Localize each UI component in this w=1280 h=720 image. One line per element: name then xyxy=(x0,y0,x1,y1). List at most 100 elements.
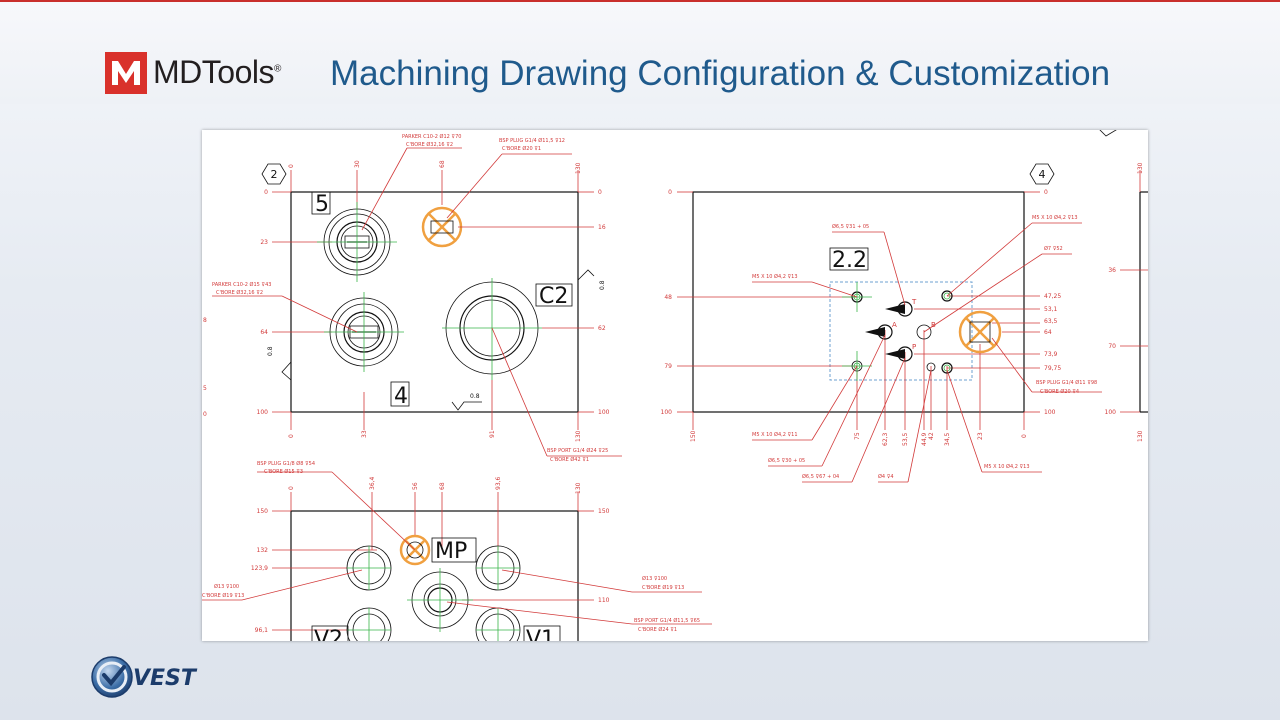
callout-bsp3-cbore: C'BORE Ø15 ⊽3 xyxy=(264,468,303,475)
arrow-p-icon xyxy=(885,349,905,359)
dim-top-130: 130 xyxy=(575,162,582,174)
v3-dim-top-56: 56 xyxy=(412,482,419,490)
v4-dim-70: 70 xyxy=(1108,343,1116,350)
edge-dim-8: 8 xyxy=(203,317,207,324)
port-center xyxy=(407,568,473,632)
v2-dim-left-100: 100 xyxy=(661,409,673,416)
v2-dim-right-7975: 79,75 xyxy=(1044,365,1061,372)
arrow-a-icon xyxy=(865,327,885,337)
port-c2-label: C2 xyxy=(539,284,568,309)
view-3: 150 132 123,9 96,1 150 110 0 36,4 56 68 … xyxy=(202,460,712,641)
v3-dim-top-364: 36,4 xyxy=(369,476,376,490)
v3-dim-left-961: 96,1 xyxy=(255,627,269,634)
callout-parker2: PARKER C10-2 Ø15 ⊽43 xyxy=(212,281,271,288)
callout-m5c: M5 X 10 Ø4,2 ⊽11 xyxy=(752,431,798,438)
edge-dim-5: 5 xyxy=(203,385,207,392)
view-2: 4 2.2 48 79 100 0 0 47,25 53,1 63,5 64 7… xyxy=(661,163,1102,483)
port-v2 xyxy=(346,545,392,641)
v2-dim-left-0: 0 xyxy=(668,189,672,196)
dim-bottom-0: 0 xyxy=(288,434,295,438)
dim-left-100: 100 xyxy=(257,409,269,416)
roughness-b: 0.8 xyxy=(267,346,274,356)
v3-dim-left-1239: 123,9 xyxy=(251,565,268,572)
callout-bsp1-cbore: C'BORE Ø20 ⊽1 xyxy=(502,145,541,152)
v2-dim-bottom-535: 53,5 xyxy=(902,432,909,446)
v2-dim-left-48: 48 xyxy=(664,294,672,301)
v2-dim-right-531: 53,1 xyxy=(1044,306,1058,313)
callout-d13a-cbore: C'BORE Ø19 ⊽13 xyxy=(202,592,244,599)
slide-title: Machining Drawing Configuration & Custom… xyxy=(330,54,1111,93)
dim-bottom-33: 33 xyxy=(361,430,368,438)
dim-top-68: 68 xyxy=(439,160,446,168)
callout-bspport1-cbore: C'BORE Ø42 ⊽1 xyxy=(550,456,589,463)
v2-dim-bottom-23: 23 xyxy=(977,432,984,440)
port-mp-label: MP xyxy=(435,539,467,564)
roughness-c: 0.8 xyxy=(470,393,480,400)
brand-name: MDTools® xyxy=(153,54,281,90)
slide-header xyxy=(0,2,1280,104)
callout-d13b-cbore: C'BORE Ø19 ⊽13 xyxy=(642,584,684,591)
dim-left-23: 23 xyxy=(260,239,268,246)
callout-bsp2: BSP PLUG G1/4 Ø11 ⊽98 xyxy=(1036,379,1097,386)
v2-dim-bottom-449: 44,9 xyxy=(921,432,928,446)
callout-d65c: Ø6,5 ⊽67 + 04 xyxy=(802,473,839,480)
port-v2-label: V2 xyxy=(314,627,343,641)
edge-dim-0: 0 xyxy=(203,411,207,418)
dim-bottom-91: 91 xyxy=(489,430,496,438)
callout-d13a: Ø13 ⊽100 xyxy=(214,583,239,590)
vest-logo: VEST xyxy=(90,655,210,700)
v2-dim-bottom-150: 150 xyxy=(690,430,697,442)
port-5 xyxy=(317,202,397,282)
callout-m5a: M5 X 10 Ø4,2 ⊽13 xyxy=(752,273,798,280)
port-4-label: 4 xyxy=(394,384,408,409)
top-accent-line xyxy=(0,0,1280,2)
v3-dim-right-110: 110 xyxy=(598,597,610,604)
v4-dim-bottom-130: 130 xyxy=(1137,430,1144,442)
v2-dim-left-79: 79 xyxy=(664,363,672,370)
callout-bspport1: BSP PORT G1/4 Ø24 ⊽25 xyxy=(547,447,608,454)
dim-top-30: 30 xyxy=(354,160,361,168)
view-4-partial: 36 70 100 130 130 xyxy=(1099,130,1148,442)
v3-dim-top-130: 130 xyxy=(575,482,582,494)
plug-icon-2 xyxy=(958,310,1002,354)
callout-parker1: PARKER C10-2 Ø12 ⊽70 xyxy=(402,133,461,140)
view-marker xyxy=(261,163,287,185)
v3-dim-right-150: 150 xyxy=(598,508,610,515)
v3-dim-top-0: 0 xyxy=(288,486,295,490)
port-p-label: P xyxy=(912,343,916,351)
v3-dim-left-150: 150 xyxy=(257,508,269,515)
view-marker-2-label: 4 xyxy=(1039,168,1046,181)
plug-icon xyxy=(421,206,463,248)
dim-right-16: 16 xyxy=(598,224,606,231)
v2-dim-right-100: 100 xyxy=(1044,409,1056,416)
view-1: 2 0 23 64 100 0 16 62 100 0 30 68 130 0 … xyxy=(212,133,622,463)
mdtools-logo-icon xyxy=(105,52,147,94)
callout-m5b: M5 X 10 Ø4,2 ⊽13 xyxy=(1032,214,1078,221)
callout-bsp2-cbore: C'BORE Ø20 ⊽4 xyxy=(1040,388,1079,395)
v2-dim-right-739: 73,9 xyxy=(1044,351,1058,358)
v2-dim-right-4725: 47,25 xyxy=(1044,293,1061,300)
port-a-label: A xyxy=(892,321,897,329)
callout-d65a: Ø6,5 ⊽31 + 05 xyxy=(832,223,869,230)
callout-d13b: Ø13 ⊽100 xyxy=(642,575,667,582)
port-parker xyxy=(324,292,404,372)
callout-parker1-cbore: C'BORE Ø32,16 ⊽2 xyxy=(406,141,453,148)
dim-right-0: 0 xyxy=(598,189,602,196)
v2-dim-bottom-345: 34,5 xyxy=(944,432,951,446)
v3-dim-top-68: 68 xyxy=(439,482,446,490)
port-v1 xyxy=(475,545,521,641)
callout-d4: Ø4 ⊽4 xyxy=(878,473,894,480)
callout-m5d: M5 X 10 Ø4,2 ⊽13 xyxy=(984,463,1030,470)
v2-dim-right-64: 64 xyxy=(1044,329,1052,336)
v2-dim-bottom-75: 75 xyxy=(854,432,861,440)
port-2-2-label: 2.2 xyxy=(832,248,867,273)
v4-dim-top-130: 130 xyxy=(1137,162,1144,174)
port-b-label: B xyxy=(931,321,936,329)
port-5-label: 5 xyxy=(315,192,329,217)
v2-dim-right-635: 63,5 xyxy=(1044,318,1058,325)
callout-parker2-cbore: C'BORE Ø32,16 ⊽2 xyxy=(216,289,263,296)
port-v1-label: V1 xyxy=(526,627,555,641)
machining-drawing: .k { stroke:#111; fill:none; stroke-widt… xyxy=(202,130,1148,641)
v2-dim-bottom-42: 42 xyxy=(928,432,935,440)
vest-logo-text: VEST xyxy=(133,666,198,691)
